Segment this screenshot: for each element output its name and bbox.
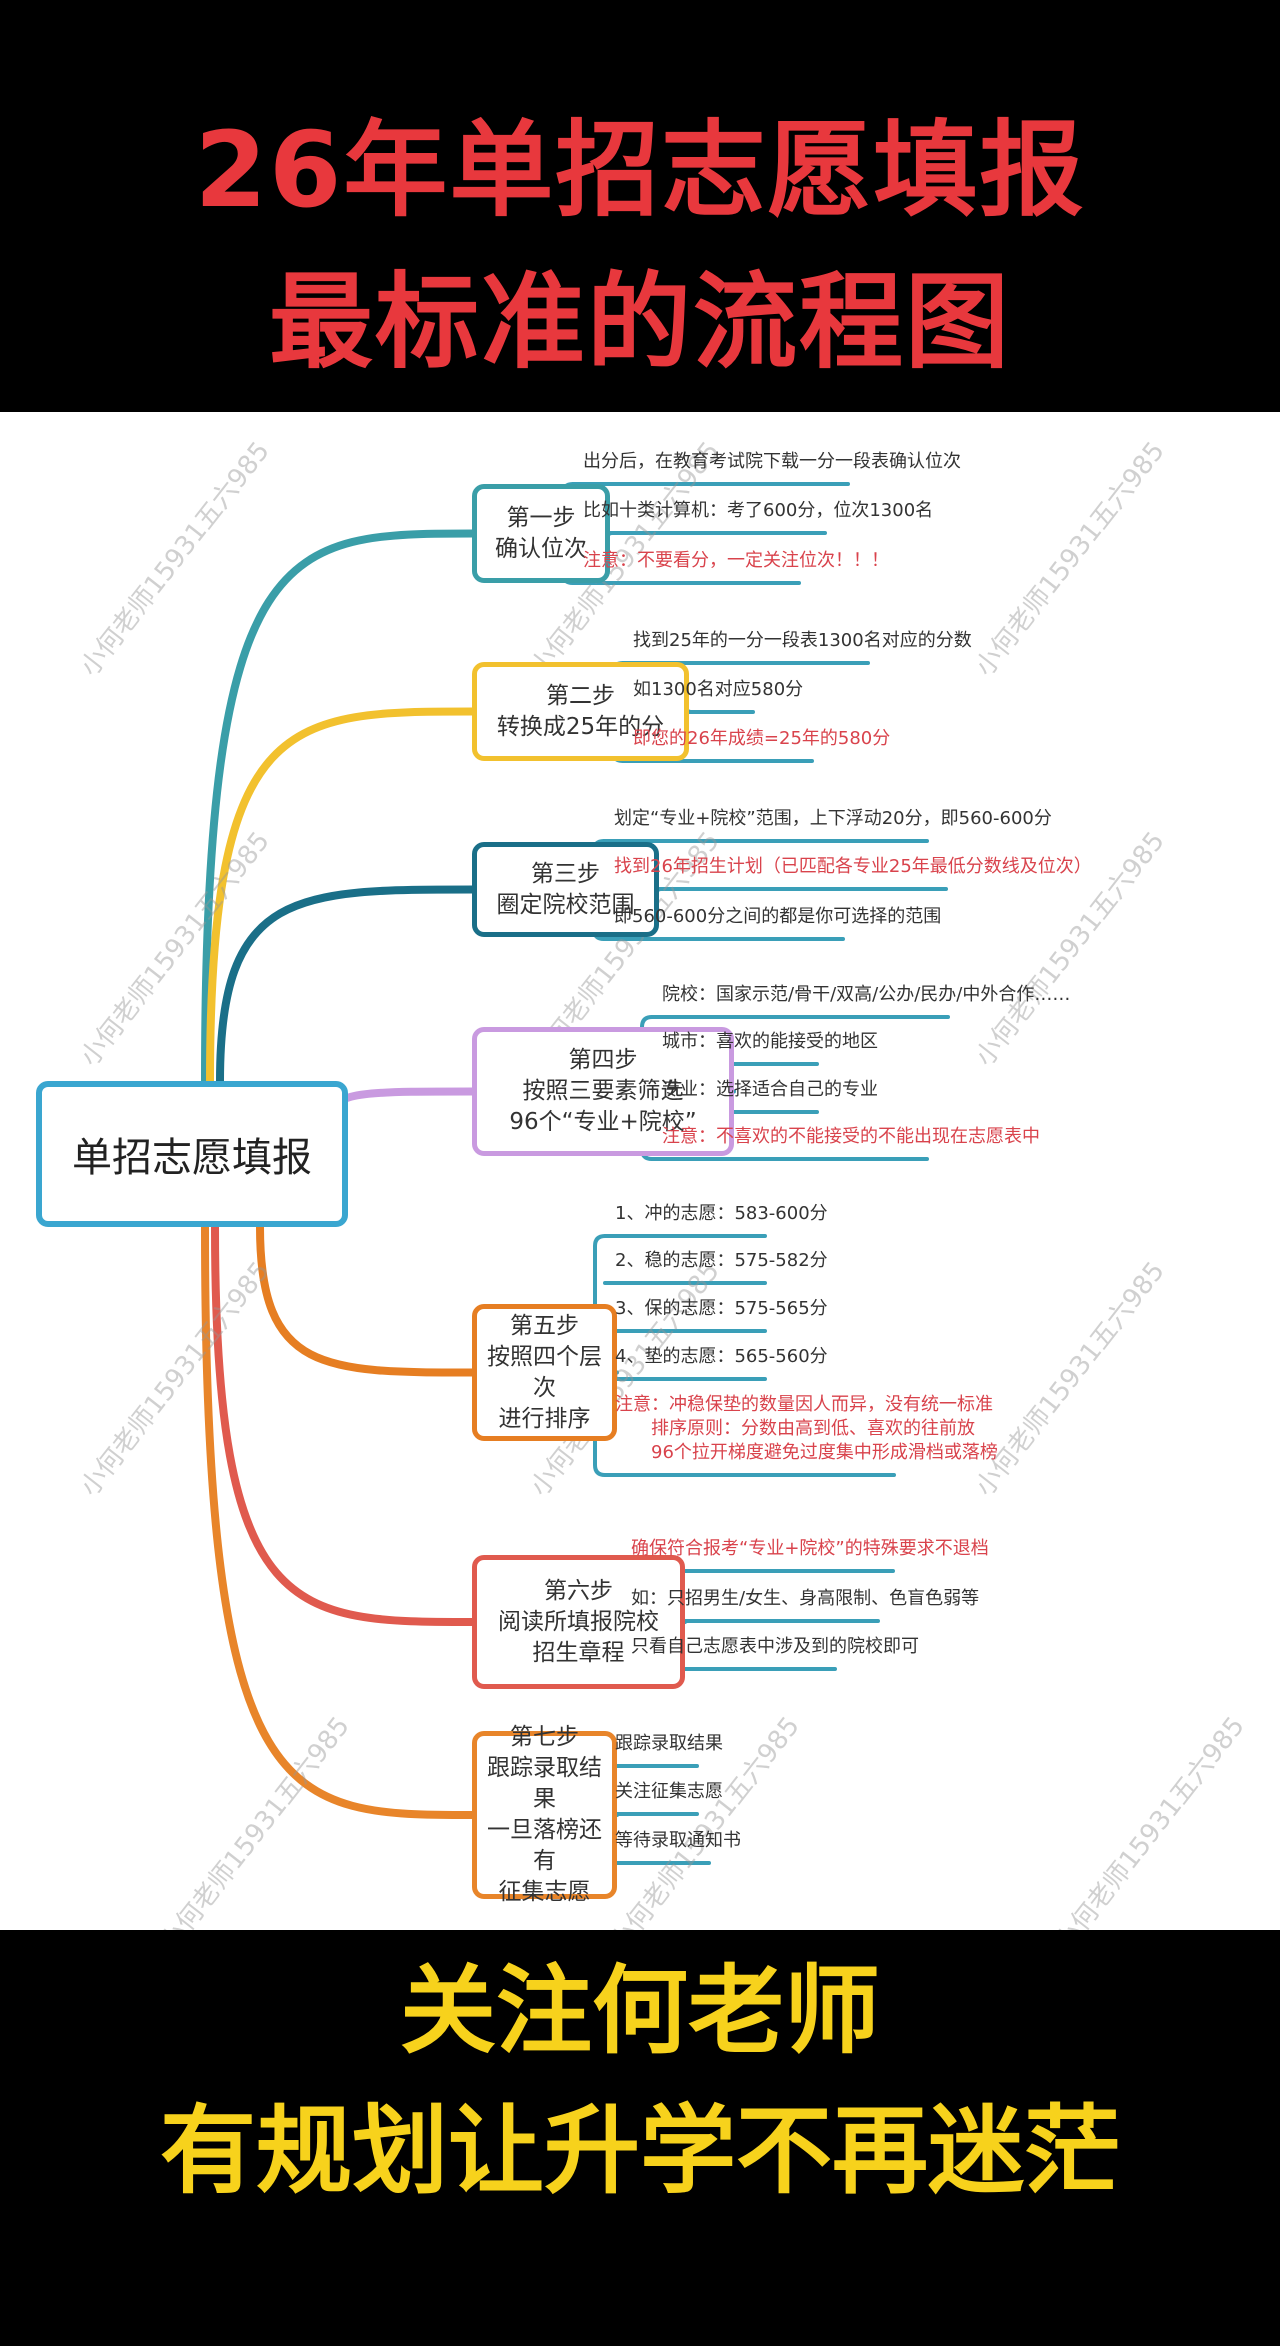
- child-item: 4、垫的志愿：565-560分: [615, 1346, 828, 1367]
- step-description: 96个“专业+院校”: [509, 1109, 697, 1135]
- step-description: 征集志愿: [498, 1879, 591, 1905]
- step-title: 第七步: [510, 1724, 579, 1750]
- note-text: 注意：不喜欢的不能接受的不能出现在志愿表中: [662, 1126, 1040, 1147]
- step-description: 进行排序: [498, 1405, 591, 1432]
- child-item: 只看自己志愿表中涉及到的院校即可: [631, 1636, 919, 1657]
- step-title: 第五步: [510, 1312, 579, 1339]
- child-item: 比如十类计算机：考了600分，位次1300名: [583, 500, 934, 521]
- child-item: 出分后，在教育考试院下载一分一段表确认位次: [583, 451, 961, 472]
- step-description: 招生章程: [532, 1639, 625, 1666]
- root-node: 单招志愿填报: [36, 1081, 348, 1227]
- step-description: 一旦落榜还有: [487, 1817, 602, 1874]
- step-title: 第三步: [531, 860, 600, 887]
- main-branch: [206, 707, 478, 1085]
- main-branch: [201, 1223, 478, 1819]
- child-item: 2、稳的志愿：575-582分: [615, 1250, 828, 1271]
- slogan-line-1: 关注何老师: [400, 1955, 880, 2067]
- main-branch: [201, 529, 478, 1085]
- main-branch: [332, 1087, 478, 1114]
- step-description: 按照三要素筛选: [522, 1078, 684, 1104]
- step-title: 第二步: [546, 682, 615, 709]
- step-description: 圈定院校范围: [496, 891, 635, 918]
- child-item: 等待录取通知书: [615, 1830, 741, 1851]
- child-item: 城市：喜欢的能接受的地区: [662, 1031, 878, 1052]
- child-item: 专业：选择适合自己的专业: [662, 1079, 878, 1100]
- step-description: 跟踪录取结果: [487, 1755, 602, 1812]
- step-node-1: 第一步确认位次: [472, 484, 610, 583]
- note-text: 注意：不要看分，一定关注位次！！！: [583, 550, 889, 571]
- title-line-1: 26年单招志愿填报: [194, 109, 1086, 231]
- step-node-3: 第三步圈定院校范围: [472, 842, 659, 937]
- footer-banner: 关注何老师 有规划让升学不再迷茫: [0, 1930, 1280, 2346]
- note-text: 确保符合报考“专业+院校”的特殊要求不退档: [631, 1538, 989, 1559]
- step-node-7: 第七步跟踪录取结果一旦落榜还有征集志愿: [472, 1724, 617, 1905]
- main-branch: [211, 1223, 478, 1626]
- step-description: 确认位次: [495, 535, 587, 562]
- child-item: 即560-600分之间的都是你可选择的范围: [614, 906, 942, 927]
- child-item: 3、保的志愿：575-565分: [615, 1298, 828, 1319]
- step-title: 第四步: [568, 1047, 638, 1073]
- step-node-5: 第五步按照四个层次进行排序: [472, 1304, 617, 1441]
- step-node-6: 第六步阅读所填报院校招生章程: [472, 1555, 685, 1689]
- header-banner: 26年单招志愿填报 最标准的流程图: [0, 0, 1280, 412]
- note-text: 注意：冲稳保垫的数量因人而异，没有统一标准: [615, 1394, 993, 1415]
- step-description: 阅读所填报院校: [498, 1608, 659, 1635]
- note-text: 即您的26年成绩=25年的580分: [633, 728, 891, 749]
- child-item: 院校：国家示范/骨干/双高/公办/民办/中外合作……: [662, 984, 1071, 1005]
- child-item: 如1300名对应580分: [633, 679, 804, 700]
- child-item: 如：只招男生/女生、身高限制、色盲色弱等: [631, 1588, 980, 1609]
- step-description: 转换成25年的分: [496, 713, 665, 740]
- step-node-2: 第二步转换成25年的分: [472, 662, 689, 761]
- step-title: 第六步: [544, 1577, 613, 1604]
- title-line-2: 最标准的流程图: [268, 261, 1011, 383]
- step-description: 按照四个层次: [487, 1343, 602, 1401]
- note-text: 找到26年招生计划（已匹配各专业25年最低分数线及位次）: [614, 856, 1092, 877]
- step-title: 第一步: [506, 504, 576, 531]
- note-text-continued: 排序原则：分数由高到低、喜欢的往前放: [651, 1418, 975, 1439]
- child-item: 划定“专业+院校”范围，上下浮动20分，即560-600分: [614, 808, 1052, 829]
- step-node-4: 第四步按照三要素筛选 96个“专业+院校”: [472, 1027, 734, 1156]
- child-item: 跟踪录取结果: [615, 1733, 723, 1754]
- child-item: 关注征集志愿: [615, 1781, 723, 1802]
- child-item: 1、冲的志愿：583-600分: [615, 1203, 828, 1224]
- main-branch: [216, 885, 478, 1085]
- slogan-line-2: 有规划让升学不再迷茫: [160, 2095, 1120, 2207]
- main-branch: [256, 1223, 478, 1377]
- child-item: 找到25年的一分一段表1300名对应的分数: [633, 630, 972, 651]
- note-text-continued: 96个拉开梯度避免过度集中形成滑档或落榜: [651, 1442, 998, 1463]
